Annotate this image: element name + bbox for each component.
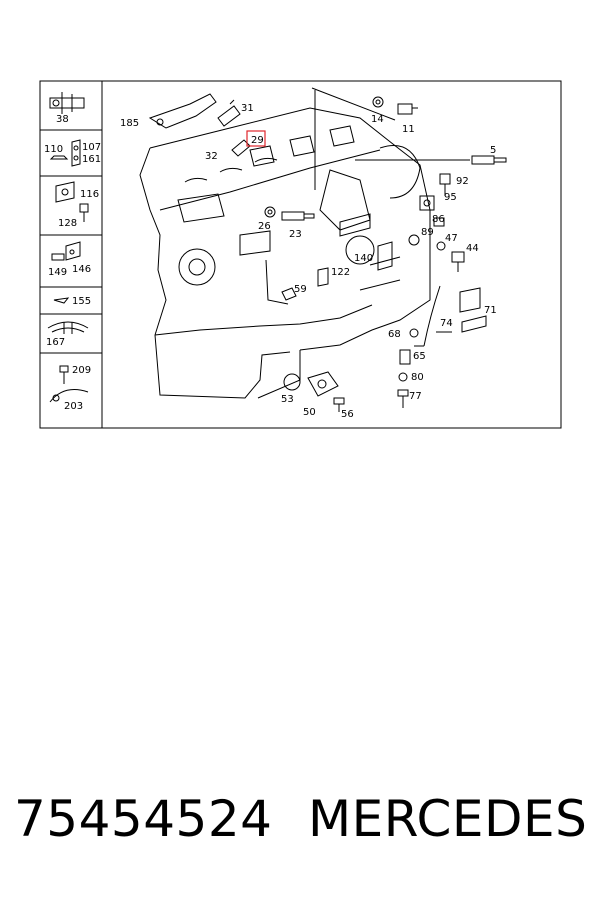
callout-label: 89 — [421, 227, 434, 238]
engine-block-drawing — [139, 87, 431, 399]
sidebar-part-110-drawing — [49, 139, 81, 167]
callout-label: 71 — [484, 305, 497, 316]
sidebar-label: 146 — [72, 264, 91, 275]
sidebar-label: 110 — [44, 144, 63, 155]
callout-label: 23 — [289, 229, 302, 240]
brand-name: MERCEDES — [308, 790, 588, 848]
sidebar-label: 107 — [82, 142, 101, 153]
parts-diagram: 38 110 107 161 116 128 149 146 155 167 2… — [39, 80, 562, 429]
callout-label: 185 — [120, 118, 139, 129]
callout-label: 122 — [331, 267, 350, 278]
sidebar-label: 167 — [46, 337, 65, 348]
callout-label: 47 — [445, 233, 458, 244]
callout-label: 11 — [402, 124, 415, 135]
callout-label: 29 — [251, 135, 264, 146]
callout-label: 86 — [432, 214, 445, 225]
sidebar-label: 116 — [80, 189, 99, 200]
part-caption: 75454524 MERCEDES — [0, 790, 600, 870]
callout-label: 53 — [281, 394, 294, 405]
sidebar-part-146-drawing — [51, 241, 81, 261]
callout-label: 32 — [205, 151, 218, 162]
sidebar-part-209-drawing — [49, 365, 89, 403]
sidebar-label: 38 — [56, 114, 69, 125]
callout-label: 77 — [409, 391, 422, 402]
sidebar-part-155-drawing — [53, 297, 70, 304]
callout-label: 68 — [388, 329, 401, 340]
callout-label: 5 — [490, 145, 496, 156]
callout-label: 50 — [303, 407, 316, 418]
callout-label: 14 — [371, 114, 384, 125]
sidebar-label: 209 — [72, 365, 91, 376]
diagram-frame — [39, 80, 562, 429]
sidebar-label: 149 — [48, 267, 67, 278]
callout-label: 92 — [456, 176, 469, 187]
callout-label: 59 — [294, 284, 307, 295]
callout-label: 95 — [444, 192, 457, 203]
callout-label: 74 — [440, 318, 453, 329]
callout-label: 65 — [413, 351, 426, 362]
callout-label: 80 — [411, 372, 424, 383]
callout-label: 44 — [466, 243, 479, 254]
callout-label: 140 — [354, 253, 373, 264]
part-number: 75454524 — [14, 790, 273, 848]
sidebar-label: 128 — [58, 218, 77, 229]
sidebar-label: 203 — [64, 401, 83, 412]
callout-label: 31 — [241, 103, 254, 114]
sidebar-part-38-drawing — [49, 92, 85, 114]
callout-label: 26 — [258, 221, 271, 232]
component-parts-drawing — [148, 93, 507, 412]
sidebar-label: 161 — [82, 154, 101, 165]
callout-label: 56 — [341, 409, 354, 420]
sidebar-part-116-drawing — [55, 181, 89, 222]
sidebar-parts-column — [40, 129, 102, 354]
highlighted-part-box — [246, 130, 266, 147]
sidebar-label: 155 — [72, 296, 91, 307]
sidebar-part-167-drawing — [47, 321, 89, 334]
